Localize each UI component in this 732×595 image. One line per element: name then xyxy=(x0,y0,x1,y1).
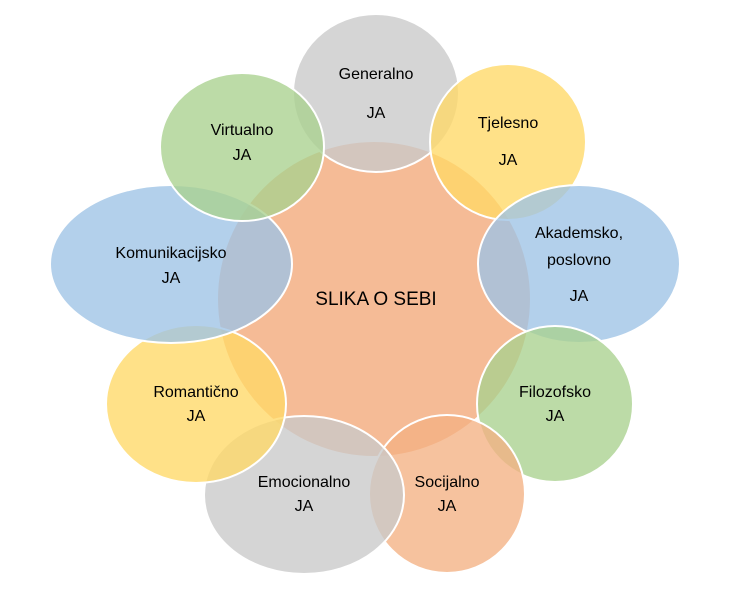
center-label: SLIKA O SEBI xyxy=(315,289,436,310)
node-socijalno-label-line: JA xyxy=(438,498,457,515)
node-filozofsko-shape xyxy=(476,325,634,483)
node-emocionalno-label-line: Emocionalno xyxy=(258,474,351,491)
outer-nodes xyxy=(49,13,681,575)
node-socijalno-label-line: Socijalno xyxy=(415,474,480,491)
node-akademsko-label-line: Akademsko, xyxy=(535,225,623,242)
node-virtualno-shape xyxy=(159,72,325,222)
node-komunikacijsko-label-line: Komunikacijsko xyxy=(115,245,226,262)
node-akademsko-label-line: JA xyxy=(570,288,589,305)
node-generalno-label-line: Generalno xyxy=(339,66,414,83)
center-shape xyxy=(218,142,530,456)
labels: SLIKA O SEBI GeneralnoJATjelesnoJAAkadem… xyxy=(115,66,623,515)
node-komunikacijsko-label-line: JA xyxy=(162,270,181,287)
node-akademsko-label-line: poslovno xyxy=(547,252,611,269)
node-emocionalno-label-line: JA xyxy=(295,498,314,515)
node-filozofsko-label-line: JA xyxy=(546,408,565,425)
center-node xyxy=(218,142,530,456)
node-tjelesno-label-line: JA xyxy=(499,152,518,169)
node-filozofsko-label-line: Filozofsko xyxy=(519,384,591,401)
node-generalno-label-line: JA xyxy=(367,105,386,122)
node-tjelesno-label-line: Tjelesno xyxy=(478,115,539,132)
node-romanticno-label-line: JA xyxy=(187,408,206,425)
node-virtualno-label-line: Virtualno xyxy=(211,122,274,139)
node-romanticno-shape xyxy=(105,324,287,484)
node-virtualno-label-line: JA xyxy=(233,147,252,164)
node-romanticno-label-line: Romantično xyxy=(153,384,238,401)
